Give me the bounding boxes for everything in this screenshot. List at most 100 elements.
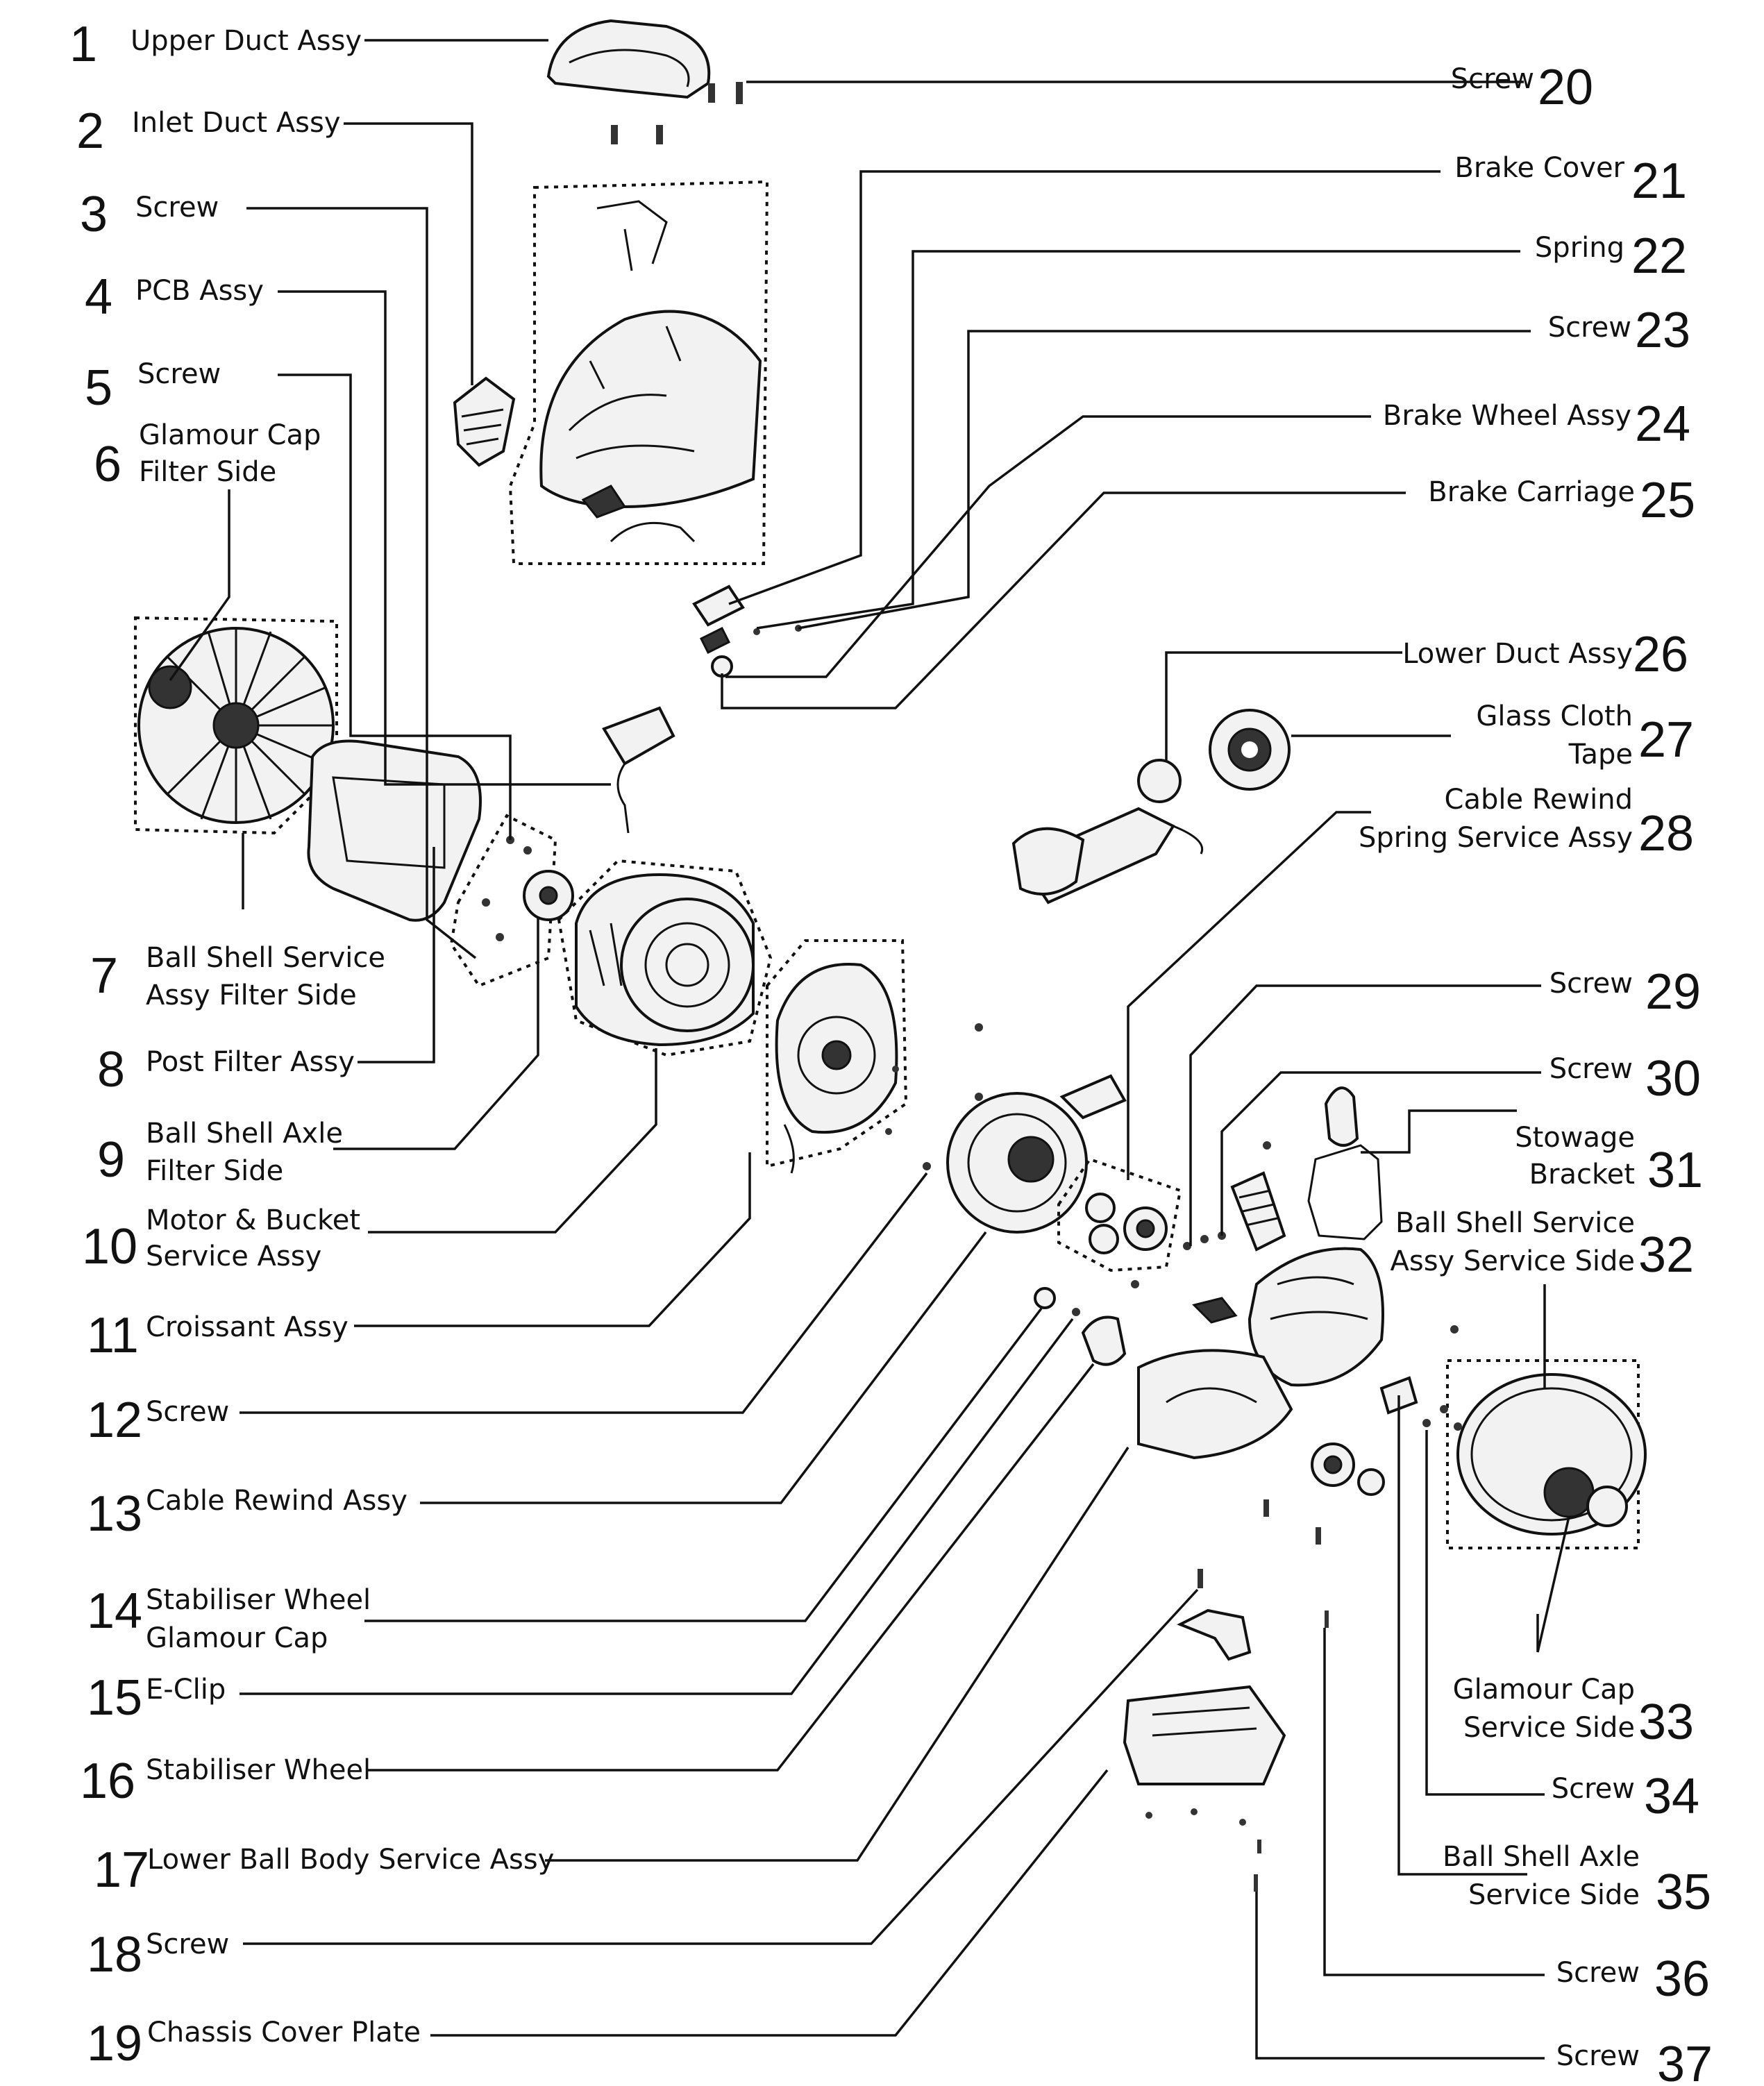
part-number-3: 3 <box>80 187 108 242</box>
part-label-16: Stabiliser Wheel <box>146 1754 371 1786</box>
part-label-22: Spring <box>1535 232 1624 264</box>
cable-rewind-drawing <box>923 1023 1127 1234</box>
part-label-31b: Bracket <box>1529 1159 1635 1191</box>
leader-line-4 <box>278 290 611 786</box>
part-number-20: 20 <box>1538 60 1593 115</box>
part-label-9b: Filter Side <box>146 1155 283 1187</box>
leader-line-2 <box>344 122 473 385</box>
leader-line-17 <box>545 1447 1129 1862</box>
leader-line-18 <box>243 1588 1199 1945</box>
part-label-3: Screw <box>135 192 219 224</box>
part-number-12: 12 <box>87 1393 142 1448</box>
motor-bucket-drawing <box>557 859 773 1057</box>
leader-line-22 <box>756 250 1520 630</box>
part-number-31: 31 <box>1647 1143 1703 1198</box>
leader-line-6 <box>169 489 230 682</box>
part-number-6: 6 <box>94 437 121 492</box>
leader-line-10 <box>368 1048 657 1234</box>
glass-cloth-tape-drawing <box>1209 709 1291 791</box>
part-label-26: Lower Duct Assy <box>1402 638 1633 670</box>
part-number-36: 36 <box>1654 1951 1710 2007</box>
part-number-32: 32 <box>1638 1227 1694 1283</box>
leader-line-15 <box>240 1318 1074 1695</box>
leader-line-12 <box>240 1172 928 1414</box>
part-label-31a: Stowage <box>1515 1122 1635 1154</box>
part-number-19: 19 <box>87 2016 142 2071</box>
part-label-20: Screw <box>1451 63 1534 95</box>
part-label-27b: Tape <box>1568 739 1633 771</box>
service-side-body-drawing <box>1137 1171 1385 1545</box>
leader-line-30 <box>1220 1071 1541 1236</box>
part-label-35a: Ball Shell Axle <box>1443 1841 1640 1873</box>
croissant-drawing <box>766 939 908 1174</box>
inlet-duct-drawing <box>453 376 516 467</box>
part-label-6b: Filter Side <box>139 456 276 488</box>
leader-line-24 <box>725 415 1371 678</box>
leader-line-36 <box>1323 1628 1545 1976</box>
part-label-25: Brake Carriage <box>1428 476 1635 508</box>
part-label-24: Brake Wheel Assy <box>1383 400 1631 432</box>
part-number-26: 26 <box>1633 627 1688 682</box>
leader-line-21 <box>728 170 1440 605</box>
leader-line-31 <box>1361 1109 1517 1154</box>
leader-line-9 <box>333 916 539 1150</box>
part-number-7: 7 <box>90 948 118 1004</box>
part-label-33a: Glamour Cap <box>1453 1674 1635 1706</box>
ball-shell-service-side-drawing <box>1379 1325 1647 1549</box>
part-label-8: Post Filter Assy <box>146 1046 355 1078</box>
leader-line-25 <box>721 491 1406 709</box>
stabiliser-wheel-drawing <box>1034 1287 1127 1366</box>
leader-line-16 <box>368 1363 1095 1772</box>
part-number-29: 29 <box>1645 964 1701 1020</box>
part-label-29: Screw <box>1549 968 1633 1000</box>
leader-line-26 <box>1165 651 1402 760</box>
part-number-13: 13 <box>87 1486 142 1542</box>
part-label-1: Upper Duct Assy <box>131 25 362 57</box>
part-label-11: Croissant Assy <box>146 1311 348 1343</box>
ball-shell-filter-side-drawing <box>134 616 338 835</box>
part-label-17: Lower Ball Body Service Assy <box>147 1844 554 1876</box>
part-number-37: 37 <box>1657 2037 1713 2086</box>
leader-line-34 <box>1425 1430 1545 1796</box>
leader-line-8 <box>358 847 435 1063</box>
part-drawings <box>134 19 1647 1892</box>
part-number-23: 23 <box>1635 303 1690 358</box>
part-label-28b: Spring Service Assy <box>1359 822 1633 854</box>
leader-line-28 <box>1127 811 1371 1180</box>
part-label-33b: Service Side <box>1463 1712 1635 1744</box>
part-label-32a: Ball Shell Service <box>1395 1207 1635 1239</box>
part-label-13: Cable Rewind Assy <box>146 1485 408 1517</box>
leader-line-19 <box>430 1769 1109 2037</box>
leader-line-33 <box>1536 1516 1570 1653</box>
part-label-28a: Cable Rewind <box>1445 784 1633 816</box>
part-label-9a: Ball Shell Axle <box>146 1118 343 1150</box>
lower-duct-drawing <box>1011 759 1203 905</box>
part-number-9: 9 <box>97 1132 125 1188</box>
part-label-18: Screw <box>146 1928 229 1960</box>
part-label-36: Screw <box>1556 1957 1640 1989</box>
leader-line-11 <box>354 1152 751 1327</box>
part-label-15: E-Clip <box>146 1674 226 1706</box>
part-number-34: 34 <box>1644 1769 1699 1824</box>
leader-line-29 <box>1189 984 1541 1246</box>
leader-line-13 <box>420 1231 987 1504</box>
part-label-21: Brake Cover <box>1454 152 1624 184</box>
pcb-assy-drawing <box>602 706 675 834</box>
part-label-4: PCB Assy <box>135 275 264 307</box>
part-number-17: 17 <box>94 1842 149 1898</box>
upper-duct-drawing <box>546 19 743 144</box>
lower-chassis-drawing <box>1123 1569 1329 1892</box>
part-label-27a: Glass Cloth <box>1476 700 1633 732</box>
part-label-6a: Glamour Cap <box>139 419 321 451</box>
stowage-bracket-drawing <box>1307 1086 1383 1240</box>
part-label-7b: Assy Filter Side <box>146 979 357 1011</box>
part-label-19: Chassis Cover Plate <box>147 2017 421 2049</box>
part-label-5: Screw <box>137 358 221 390</box>
part-label-30: Screw <box>1549 1053 1633 1085</box>
part-label-2: Inlet Duct Assy <box>132 107 341 139</box>
part-label-34: Screw <box>1552 1773 1635 1805</box>
part-number-1: 1 <box>69 17 97 72</box>
part-number-4: 4 <box>85 269 112 325</box>
cable-rewind-spring-drawing <box>1057 1157 1182 1272</box>
